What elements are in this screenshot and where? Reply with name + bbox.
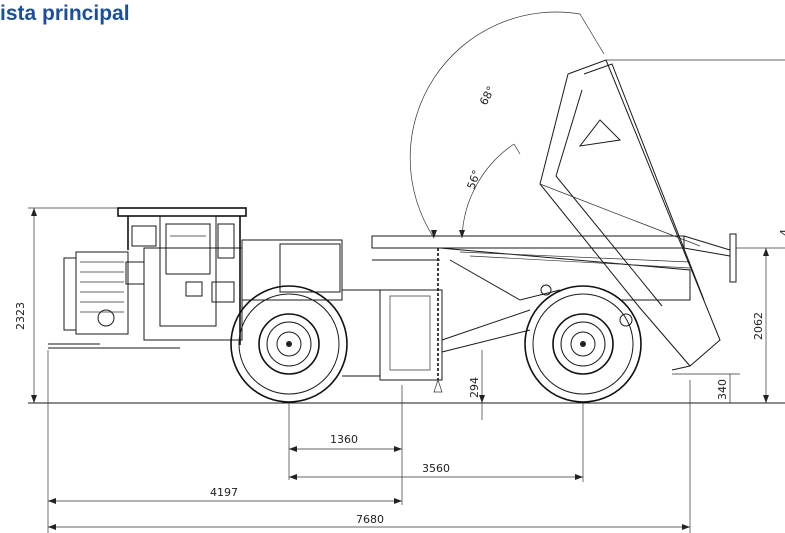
chain xyxy=(433,248,443,393)
front-wheel xyxy=(230,285,348,403)
engine-section xyxy=(48,251,145,349)
label-angle-68: 68° xyxy=(477,84,498,107)
tipping-angles: 68° 56° xyxy=(409,11,605,239)
label-294: 294 xyxy=(468,377,481,398)
dim-box-height: 2062 4 xyxy=(736,229,785,403)
front-chassis xyxy=(100,239,443,381)
label-1360: 1360 xyxy=(330,433,358,446)
dim-1360: 1360 xyxy=(288,385,403,505)
label-raised-partial: 4 xyxy=(778,229,785,236)
dump-box xyxy=(371,233,737,353)
page-title: ista principal xyxy=(0,2,130,25)
label-3560: 3560 xyxy=(422,462,450,475)
label-4197: 4197 xyxy=(210,486,238,499)
dim-3560: 3560 xyxy=(289,403,584,482)
label-angle-56: 56° xyxy=(465,168,484,191)
dim-overall-height: 2323 xyxy=(14,207,118,403)
cab xyxy=(117,207,247,345)
label-2062: 2062 xyxy=(752,312,765,340)
dim-4197: 4197 xyxy=(47,350,402,533)
label-2323: 2323 xyxy=(14,302,27,330)
rear-wheel xyxy=(524,285,642,403)
dim-box-clearance: 340 xyxy=(672,373,740,403)
label-340: 340 xyxy=(716,379,729,400)
dim-ground-clearance: 294 xyxy=(468,350,485,420)
label-7680: 7680 xyxy=(356,513,384,526)
raised-dump-box xyxy=(539,59,785,371)
dim-7680: 7680 xyxy=(48,380,691,533)
